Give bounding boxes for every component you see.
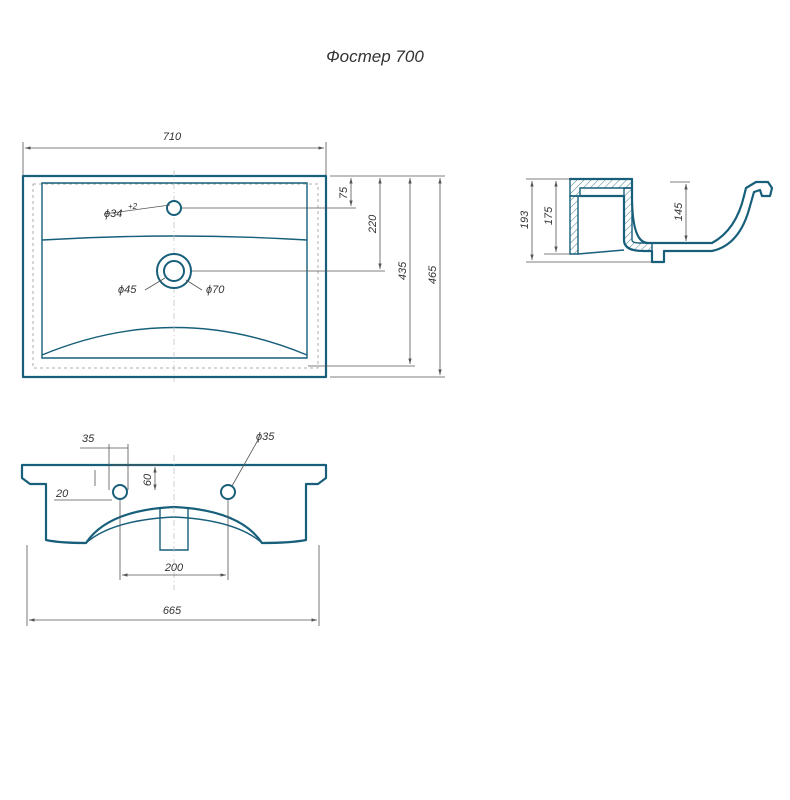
tap-hole-tol: +2 xyxy=(128,202,138,211)
dim-60: 60 xyxy=(142,473,154,486)
side-back-wall xyxy=(569,195,579,255)
dim-435: 435 xyxy=(397,261,409,280)
dim-193: 193 xyxy=(519,210,531,229)
dim-75: 75 xyxy=(338,186,350,199)
top-view-inner-hidden xyxy=(32,183,319,369)
side-bowl-outline xyxy=(568,177,774,264)
tap-hole-dia: ϕ34 xyxy=(104,208,122,220)
side-drain xyxy=(651,251,665,263)
dim-20: 20 xyxy=(55,488,69,500)
tap-hole xyxy=(166,200,182,216)
dim-200: 200 xyxy=(164,562,184,574)
shelf-edge xyxy=(41,235,308,241)
top-view: 710 75 220 435 465 ϕ34 +2 ϕ45 ϕ70 xyxy=(21,131,445,382)
front-drain xyxy=(159,507,189,551)
drain-inner-dia: ϕ45 xyxy=(118,284,137,296)
front-curve xyxy=(41,326,308,356)
dim-665: 665 xyxy=(163,605,182,617)
right-tap-hole xyxy=(220,484,236,500)
side-top-rim xyxy=(569,178,633,197)
top-view-outline xyxy=(21,174,328,379)
dim-35: 35 xyxy=(82,433,95,445)
side-underside xyxy=(577,249,625,255)
side-view: 193 175 145 xyxy=(519,177,774,264)
left-tap-hole xyxy=(112,484,128,500)
hole-dia-35: ϕ35 xyxy=(256,431,275,443)
side-bowl-wall-section xyxy=(623,187,653,252)
dim-220: 220 xyxy=(367,214,379,234)
bowl-outline xyxy=(41,182,308,359)
dim-465: 465 xyxy=(427,265,439,284)
drain-inner xyxy=(163,260,185,282)
dim-175: 175 xyxy=(543,206,555,225)
dim-145: 145 xyxy=(673,202,685,221)
drain-outer-dia: ϕ70 xyxy=(206,284,225,296)
front-view: 35 60 20 ϕ35 200 665 xyxy=(20,431,328,626)
dim-710: 710 xyxy=(163,131,182,143)
drawing-title: Фостер 700 xyxy=(326,47,424,66)
